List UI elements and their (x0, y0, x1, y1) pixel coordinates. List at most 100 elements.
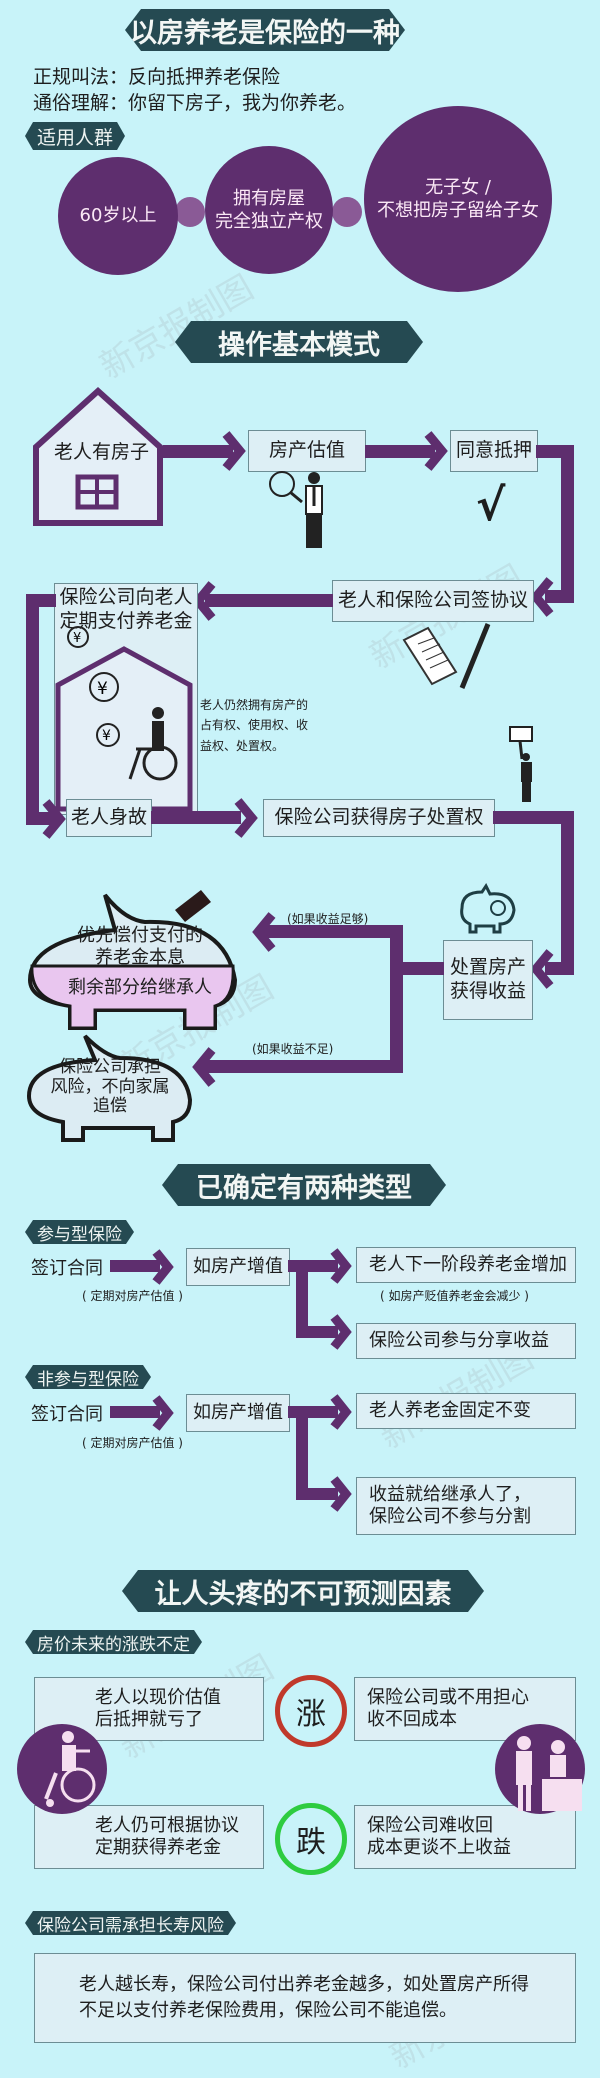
step-sign-agreement: 老人和保险公司签协议 (332, 580, 534, 622)
arrow-right-icon (330, 1476, 352, 1512)
flow-bar (390, 925, 403, 1060)
if-not-enough-label: (如果收益不足) (252, 1042, 334, 1056)
flow-bar (26, 812, 56, 825)
types-title-banner: 已确定有两种类型 (162, 1164, 446, 1206)
flow-bar (205, 594, 333, 607)
eligibility-tag: 适用人群 (25, 122, 125, 150)
participating-result-1-note: ( 如房产贬值养老金会减少 ) (380, 1289, 529, 1303)
house-with-wheelchair-icon: ¥ ¥ ¥ (55, 626, 193, 812)
formal-name-label: 正规叫法： (33, 66, 129, 88)
arrow-right-icon (330, 1314, 352, 1350)
participating-if-appreciate: 如房产增值 (186, 1248, 290, 1286)
non-participating-sign-note: ( 定期对房产估值 ) (82, 1436, 183, 1450)
rights-note: 老人仍然拥有房产的 占有权、使用权、收 益权、处置权。 (200, 698, 309, 753)
fall-left: 老人仍可根据协议 定期获得养老金 (34, 1805, 264, 1869)
person-holding-sign-icon (509, 726, 533, 802)
flow-bar (163, 445, 233, 458)
non-participating-sign: 签订合同 (31, 1404, 103, 1425)
connector-dot (332, 197, 362, 227)
participating-sign-note: ( 定期对房产估值 ) (82, 1289, 183, 1303)
price-tag: 房价未来的涨跌不定 (25, 1630, 202, 1654)
arrow-right-icon (424, 431, 448, 471)
step-agree-mortgage: 同意抵押 (450, 430, 538, 472)
appraiser-with-magnifier-icon (269, 471, 323, 548)
step-own-house: 老人有房子 (54, 441, 150, 463)
longevity-text: 老人越长寿，保险公司付出养老金越多，如处置房产所得 不足以支付养老保险费用，保险… (34, 1953, 576, 2043)
step-death: 老人身故 (66, 799, 152, 837)
non-participating-result-2: 收益就给继承人了， 保险公司不参与分割 (356, 1477, 576, 1535)
house-icon (33, 386, 163, 526)
arrow-right-icon (42, 799, 66, 839)
non-participating-if-appreciate: 如房产增值 (186, 1394, 290, 1432)
if-enough-label: (如果收益足够) (287, 912, 369, 926)
company-staff-icon (495, 1724, 585, 1814)
non-participating-tag: 非参与型保险 (25, 1365, 151, 1389)
fall-circle: 跌 (275, 1803, 347, 1875)
flow-bar (296, 1326, 338, 1338)
step-dispose: 处置房产 获得收益 (443, 940, 533, 1020)
arrow-right-icon (234, 798, 258, 838)
flow-bar (200, 1060, 403, 1073)
flow-bar (493, 811, 574, 824)
arrow-right-icon (330, 1248, 352, 1284)
participating-tag: 参与型保险 (25, 1220, 134, 1244)
company-bears-risk-label: 保险公司承担 风险，不向家属 追偿 (50, 1057, 170, 1117)
flow-bar (561, 445, 574, 603)
non-participating-result-1: 老人养老金固定不变 (356, 1393, 576, 1429)
flow-bar (26, 594, 39, 824)
flow-bar (365, 445, 435, 458)
flow-bar (296, 1260, 308, 1338)
arrow-left-icon (192, 1047, 216, 1087)
main-title-banner: 以房养老是保险的一种 (125, 9, 405, 51)
arrow-right-icon (152, 1395, 174, 1431)
contract-and-pen-icon (402, 623, 491, 689)
flow-bar (110, 1260, 160, 1272)
operation-title-banner: 操作基本模式 (175, 321, 423, 363)
piggy-bank-icon (460, 883, 516, 934)
arrow-right-icon (222, 431, 246, 471)
participating-sign: 签订合同 (31, 1258, 103, 1279)
step-company-gets-right: 保险公司获得房子处置权 (263, 799, 495, 837)
formal-name-value: 反向抵押养老保险 (128, 66, 281, 88)
formal-name-line: 正规叫法：反向抵押养老保险 (33, 62, 280, 89)
arrow-right-icon (152, 1249, 174, 1285)
svg-text:¥: ¥ (97, 679, 108, 699)
risks-title-banner: 让人头疼的不可预测因素 (122, 1570, 484, 1612)
flow-bar (545, 962, 574, 975)
connector-dot (175, 197, 205, 227)
piggy-bank-large-icon (27, 890, 238, 1030)
eligibility-age: 60岁以上 (58, 157, 178, 275)
arrow-left-icon (192, 581, 216, 621)
elderly-wheelchair-icon (17, 1724, 107, 1814)
eligibility-property: 拥有房屋 完全独立产权 (205, 146, 333, 274)
arrow-right-icon (330, 1394, 352, 1430)
flow-bar (260, 925, 403, 938)
arrow-left-icon (530, 577, 554, 617)
flow-bar (390, 962, 444, 975)
flow-bar (545, 590, 574, 603)
plain-meaning-line: 通俗理解：你留下房子，我为你养老。 (33, 88, 356, 115)
pay-pension-label: 保险公司向老人 定期支付养老金 (59, 586, 193, 632)
flow-bar (296, 1406, 308, 1500)
plain-meaning-label: 通俗理解： (33, 92, 129, 114)
flow-bar (561, 811, 574, 974)
arrow-left-icon (530, 949, 554, 989)
arrow-left-icon (252, 912, 276, 952)
check-mark-icon: √ (476, 480, 506, 531)
svg-text:¥: ¥ (102, 728, 111, 744)
flow-bar (110, 1406, 160, 1418)
flow-bar (296, 1488, 338, 1500)
piggy-bank-outline-icon (26, 1034, 193, 1142)
rise-circle: 涨 (275, 1675, 347, 1747)
priority-repay-label: 优先偿付支付的 养老金本息 (77, 925, 203, 968)
remainder-label: 剩余部分给继承人 (68, 977, 212, 998)
svg-text:¥: ¥ (73, 631, 81, 646)
participating-result-2: 保险公司参与分享收益 (356, 1323, 576, 1359)
longevity-tag: 保险公司需承担长寿风险 (25, 1911, 236, 1935)
fall-right: 保险公司难收回 成本更谈不上收益 (354, 1805, 576, 1869)
flow-bar (151, 811, 241, 824)
eligibility-no-heirs: 无子女 / 不想把房子留给子女 (364, 106, 552, 292)
plain-meaning-value: 你留下房子，我为你养老。 (128, 92, 357, 114)
participating-result-1: 老人下一阶段养老金增加 (356, 1247, 576, 1283)
step-appraisal: 房产估值 (248, 430, 366, 472)
